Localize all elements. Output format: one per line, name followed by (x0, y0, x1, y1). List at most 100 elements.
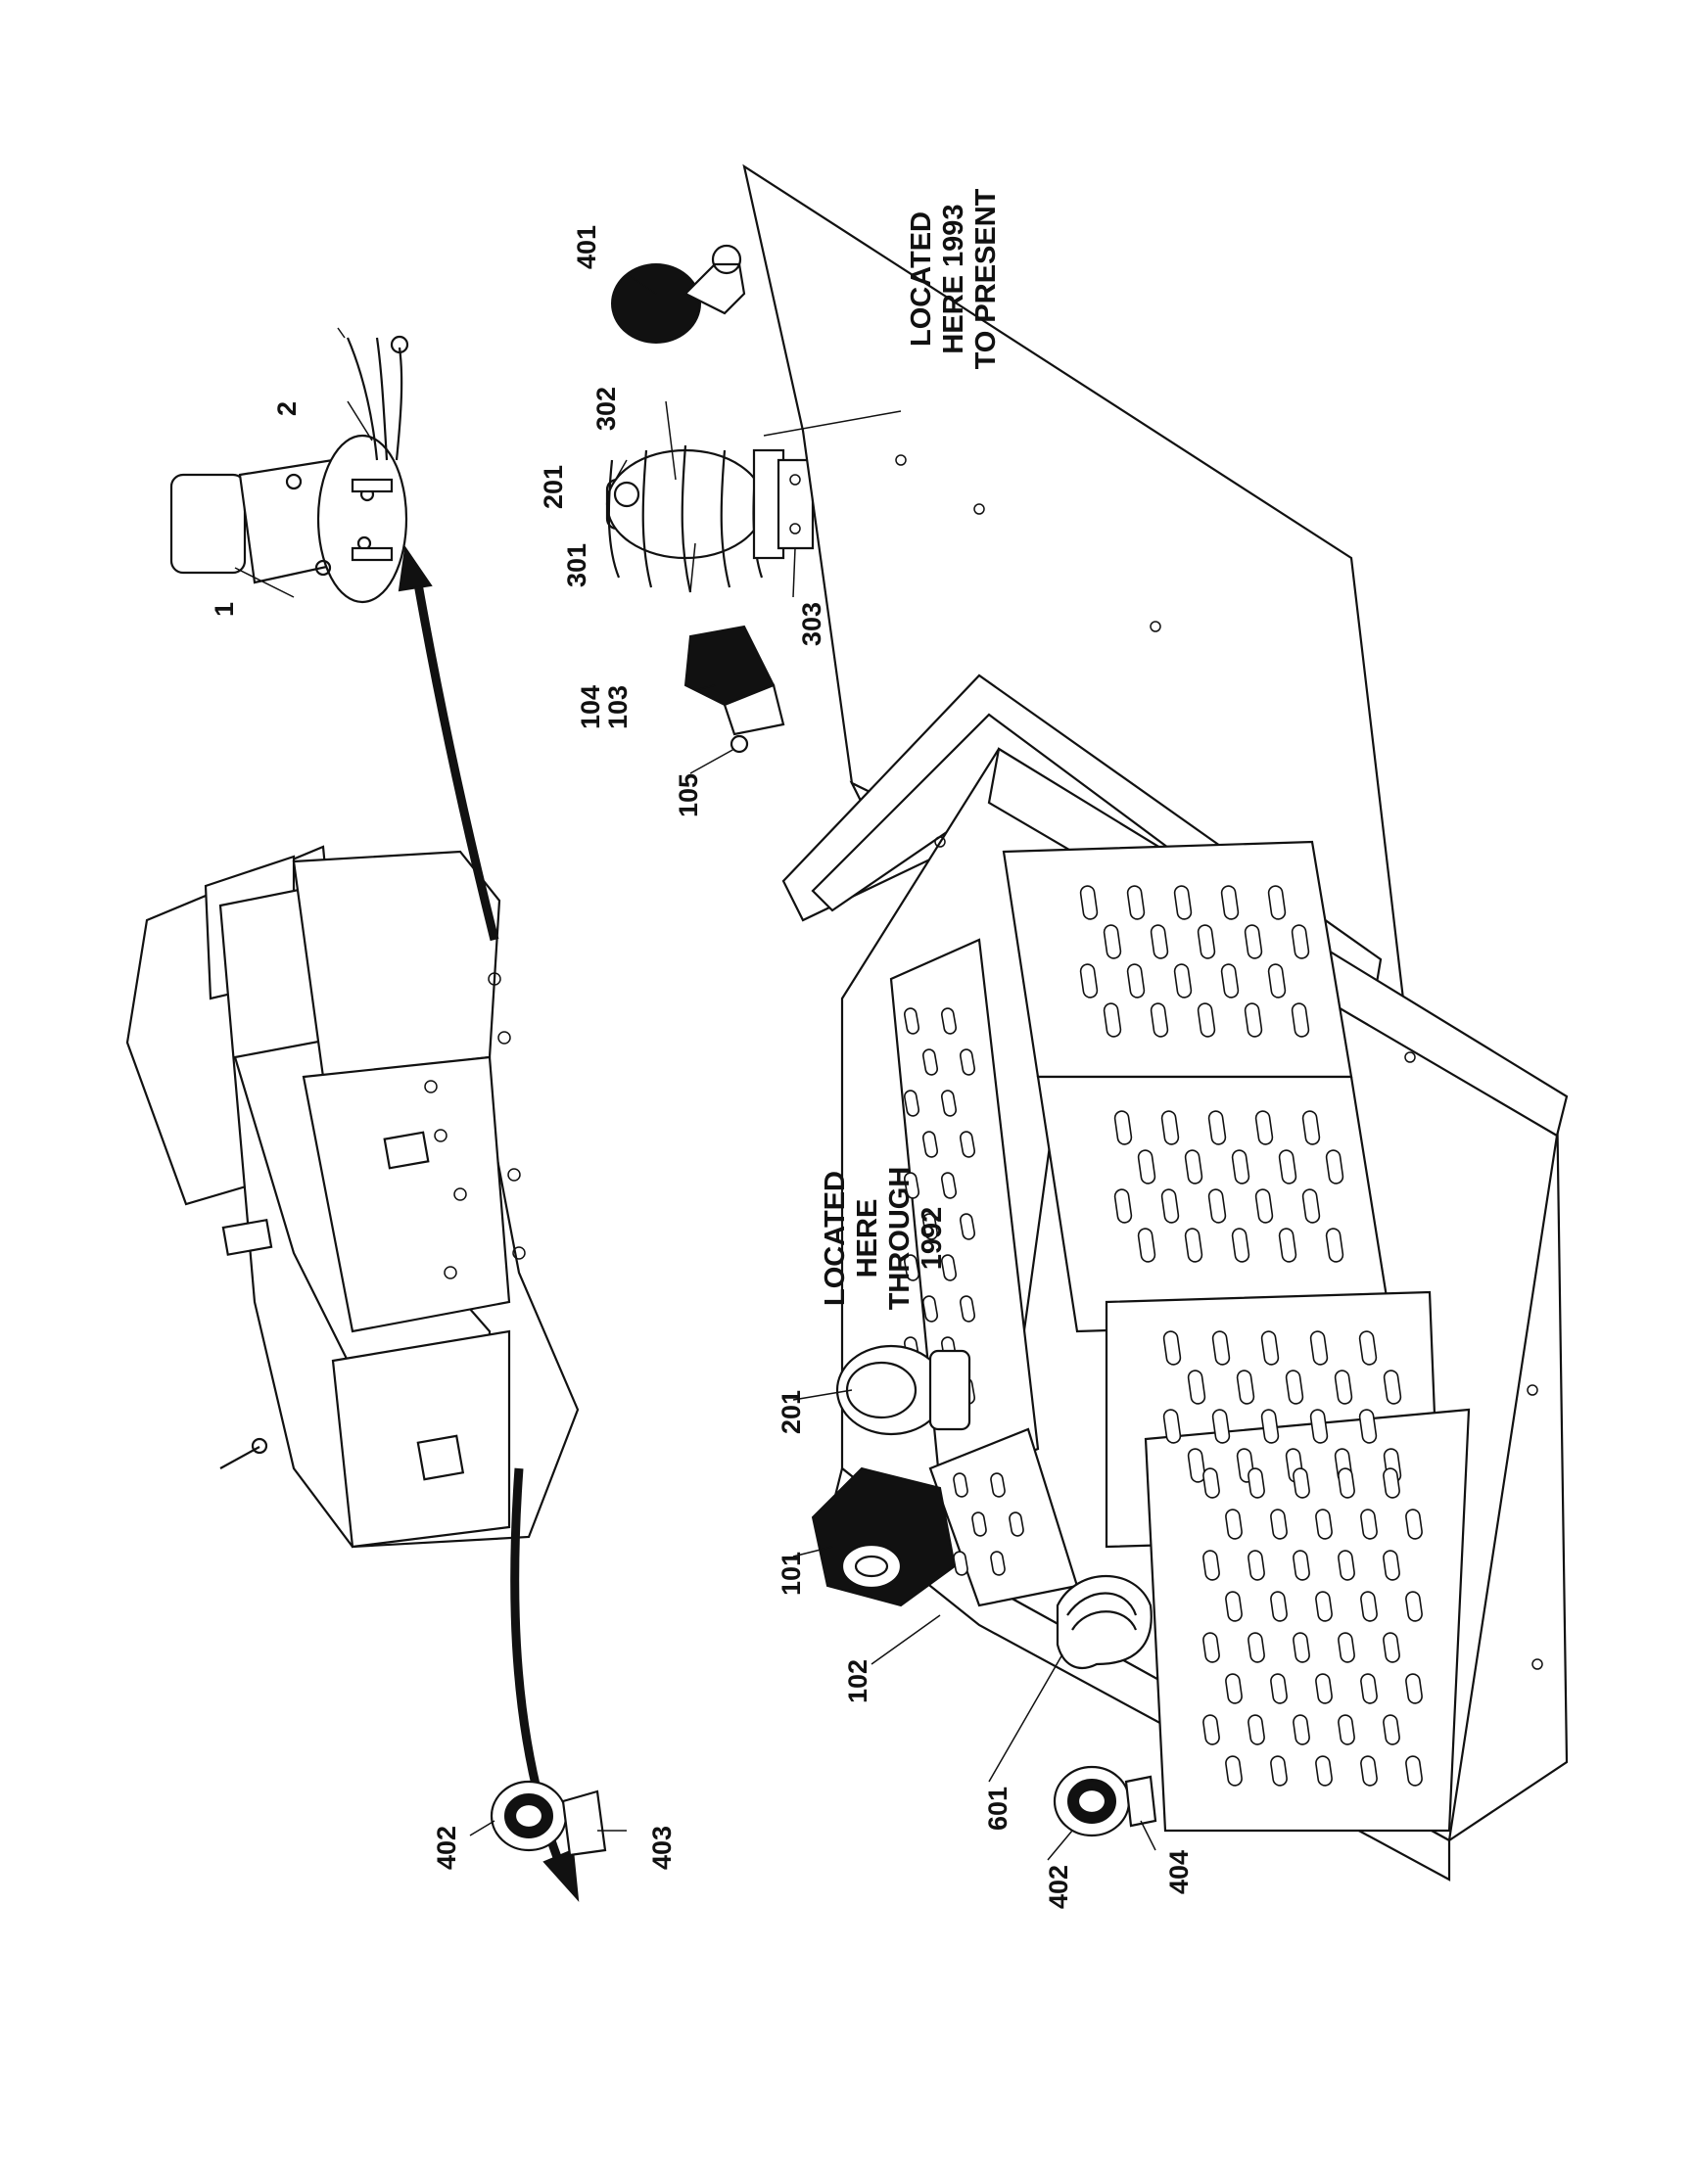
callout-leader-lines (234, 273, 1156, 1861)
note-1992-line-1: LOCATED (820, 1171, 851, 1306)
vent-slot (1225, 1755, 1243, 1787)
vent-slot (1383, 1632, 1400, 1663)
vent-slot (1160, 1110, 1180, 1145)
vent-slot (1278, 1149, 1297, 1185)
vent-slot (1220, 963, 1240, 999)
vent-slot (1236, 1370, 1255, 1405)
vent-slot (1207, 1110, 1227, 1145)
vent-slot (940, 1090, 958, 1117)
callout-302: 302 (591, 387, 621, 431)
vent-slot (1267, 885, 1287, 920)
vent-slot (1285, 1370, 1304, 1405)
vent-slot (1162, 1409, 1182, 1444)
vent-slot (1293, 1467, 1310, 1499)
vent-slot (1225, 1591, 1243, 1622)
note-1993-line-2: HERE 1993 (938, 204, 969, 353)
vent-slot (1325, 1228, 1344, 1263)
vent-slot (1248, 1632, 1265, 1663)
vent-slot (1202, 1550, 1220, 1581)
vent-slot (1338, 1550, 1355, 1581)
vent-slot (1278, 1228, 1297, 1263)
vent-slot (1293, 1550, 1310, 1581)
vent-slot (940, 1007, 958, 1035)
vent-slot (1150, 924, 1169, 959)
note-1993-line-3: TO PRESENT (970, 188, 1002, 369)
vent-slot (1293, 1714, 1310, 1745)
wire-harness-part-2 (337, 327, 409, 461)
vent-slot (1244, 1002, 1263, 1038)
vent-slot (1338, 1467, 1355, 1499)
callout-201-lower: 201 (777, 1390, 806, 1434)
callout-303: 303 (797, 602, 826, 646)
vent-slot (1325, 1149, 1344, 1185)
vent-slot (1309, 1409, 1329, 1444)
vent-slot (1197, 924, 1216, 959)
vent-slot (1184, 1228, 1203, 1263)
vent-slot (1270, 1673, 1288, 1704)
vent-slot (1260, 1409, 1280, 1444)
vent-slot (1358, 1330, 1378, 1366)
vent-slot (1260, 1330, 1280, 1366)
vent-slot (1315, 1673, 1333, 1704)
vent-slot (1009, 1511, 1024, 1537)
beacon-mount-103-104 (683, 625, 785, 754)
vent-slot (1248, 1550, 1265, 1581)
vent-slot (1315, 1591, 1333, 1622)
siren-part-1 (169, 434, 408, 604)
light-101 (811, 1466, 957, 1607)
callout-102: 102 (843, 1659, 872, 1703)
vent-slot (921, 1048, 939, 1076)
vent-slot (1202, 1632, 1220, 1663)
vent-slot (1173, 963, 1193, 999)
vent-slot (1360, 1755, 1378, 1787)
vent-slot (1126, 885, 1146, 920)
vent-slot (921, 1131, 939, 1158)
lamp-201-lower (835, 1344, 971, 1436)
callout-404: 404 (1164, 1850, 1194, 1894)
vent-slot (921, 1213, 939, 1240)
vent-slot (1162, 1330, 1182, 1366)
callout-403: 403 (647, 1826, 677, 1870)
note-1992-line-2: HERE (852, 1199, 883, 1278)
top-vent-panel-1 (1002, 840, 1353, 1079)
vent-slot (1301, 1110, 1321, 1145)
callout-104: 104 (576, 685, 605, 729)
note-1993-line-1: LOCATED (906, 211, 937, 347)
vent-slot (1225, 1509, 1243, 1540)
vent-slot (1113, 1188, 1133, 1224)
vent-slot (1334, 1370, 1353, 1405)
note-located-through-1992: LOCATED HERE THROUGH 1992 (820, 1167, 948, 1311)
vent-slot (1137, 1149, 1156, 1185)
vent-slot (959, 1048, 976, 1076)
vent-slot (921, 1295, 939, 1323)
vent-slot (1383, 1714, 1400, 1745)
vent-slot (1254, 1110, 1274, 1145)
callout-301: 301 (562, 543, 591, 587)
vent-slot (1267, 963, 1287, 999)
vent-slot (1079, 885, 1099, 920)
vent-slot (1211, 1330, 1231, 1366)
vent-slot (1248, 1714, 1265, 1745)
vent-slot (903, 1254, 920, 1281)
vent-slot (1293, 1632, 1310, 1663)
note-1992-line-4: 1992 (917, 1207, 948, 1271)
vent-slot (953, 1472, 968, 1498)
vent-slot (990, 1551, 1006, 1576)
vent-slot (940, 1172, 958, 1199)
vent-slot (1301, 1188, 1321, 1224)
vent-slot (1187, 1448, 1206, 1483)
callout-201-upper: 201 (539, 465, 568, 509)
vent-slot (1405, 1673, 1423, 1704)
vent-slot (1202, 1714, 1220, 1745)
vent-slot (1137, 1228, 1156, 1263)
vent-slot (1383, 1370, 1402, 1405)
vent-slot (1202, 1467, 1220, 1499)
callout-1: 1 (210, 602, 239, 617)
callout-601: 601 (983, 1787, 1012, 1831)
vent-slot (1220, 885, 1240, 920)
vent-slot (1338, 1714, 1355, 1745)
vent-slot (1338, 1632, 1355, 1663)
vent-slot (990, 1472, 1006, 1498)
vent-slot (1211, 1409, 1231, 1444)
